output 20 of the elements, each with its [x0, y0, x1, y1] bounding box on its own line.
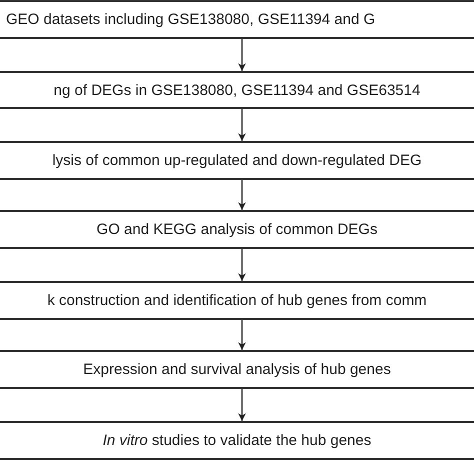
step-text: ng of DEGs in GSE138080, GSE11394 and GSE63514	[54, 82, 420, 98]
process-box	[0, 421, 474, 460]
arrow	[238, 39, 246, 71]
process-box	[0, 0, 474, 39]
process-box	[0, 141, 474, 180]
step-text: GO and KEGG analysis of common DEGs	[96, 221, 378, 238]
arrow	[238, 320, 246, 350]
process-box	[0, 210, 474, 249]
step-text: GEO datasets including GSE138080, GSE11394 and G	[6, 11, 376, 28]
arrow	[238, 180, 246, 210]
arrow	[238, 389, 246, 421]
step-text: lysis of common up-regulated and down-regulated DEG	[52, 152, 422, 169]
step-text: In vitro studies to validate the hub genes	[102, 432, 372, 449]
step-text: Expression and survival analysis of hub genes	[83, 361, 391, 378]
arrow	[238, 249, 246, 281]
process-box	[0, 281, 474, 320]
process-box	[0, 350, 474, 389]
step-text: k construction and identification of hub genes from comm	[47, 292, 427, 309]
process-box	[0, 71, 474, 109]
arrow	[238, 109, 246, 141]
